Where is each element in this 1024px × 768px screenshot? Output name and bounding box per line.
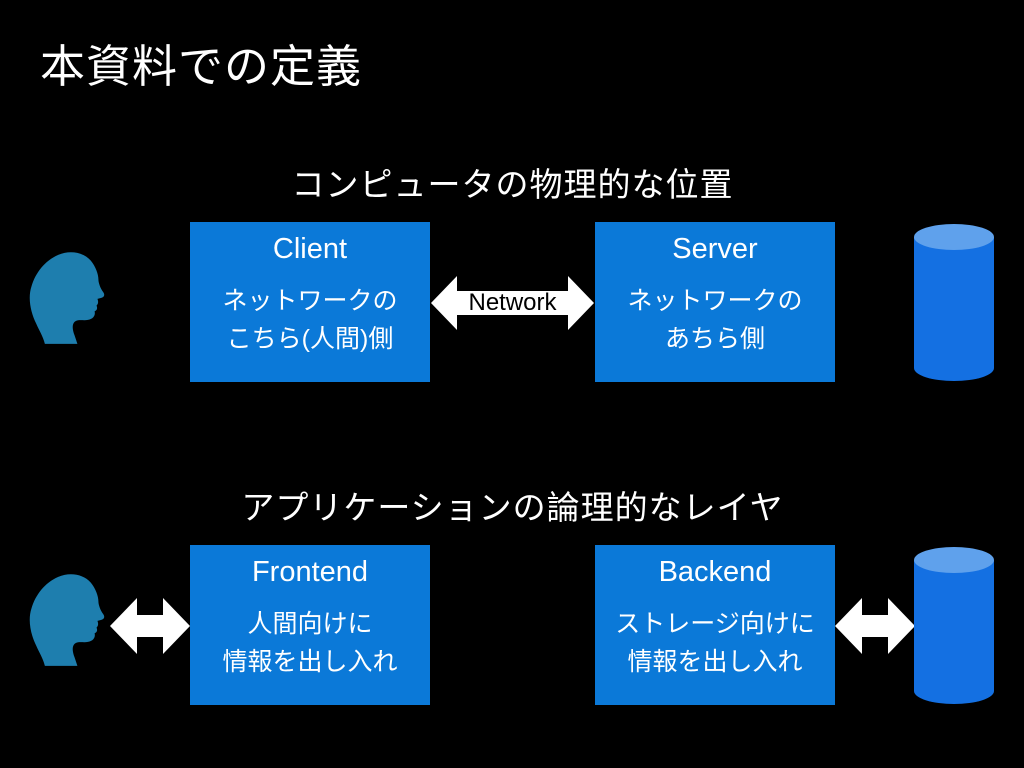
frontend-box: Frontend 人間向けに 情報を出し入れ [190,545,430,705]
server-box: Server ネットワークの あちら側 [595,222,835,382]
network-connector: Network [431,276,594,330]
database-cylinder-icon [914,224,994,381]
section-heading-logical: アプリケーションの論理的なレイヤ [241,489,784,526]
cylinder-top [914,547,994,573]
slide-title: 本資料での定義 [40,41,363,92]
frontend-box-line: 人間向けに [247,610,373,639]
double-arrow-icon [110,598,190,654]
server-box-title: Server [672,233,758,265]
network-label: Network [468,289,557,316]
server-box-line: ネットワークの [627,287,803,316]
client-box-title: Client [272,233,348,265]
user-head-icon [29,574,105,666]
database-cylinder-icon [914,547,994,704]
client-box-line: こちら(人間)側 [226,324,394,353]
cylinder-body [914,560,994,704]
cylinder-body [914,237,994,381]
user-head-silhouette [29,252,105,344]
backend-box-line: ストレージ向けに [615,610,815,639]
server-box-line: あちら側 [664,324,765,353]
backend-box: Backend ストレージ向けに 情報を出し入れ [595,545,835,705]
backend-box-title: Backend [658,556,772,588]
section-heading-physical: コンピュータの物理的な位置 [291,166,734,203]
client-box: Client ネットワークの こちら(人間)側 [190,222,430,382]
frontend-box-line: 情報を出し入れ [222,647,398,676]
backend-box-line: 情報を出し入れ [627,647,803,676]
frontend-box-title: Frontend [251,556,369,588]
cylinder-top [914,224,994,250]
client-box-line: ネットワークの [222,287,398,316]
user-head-silhouette [29,574,105,666]
double-arrow-icon [431,276,594,330]
double-arrow-icon [835,598,915,654]
user-head-icon [29,252,105,344]
